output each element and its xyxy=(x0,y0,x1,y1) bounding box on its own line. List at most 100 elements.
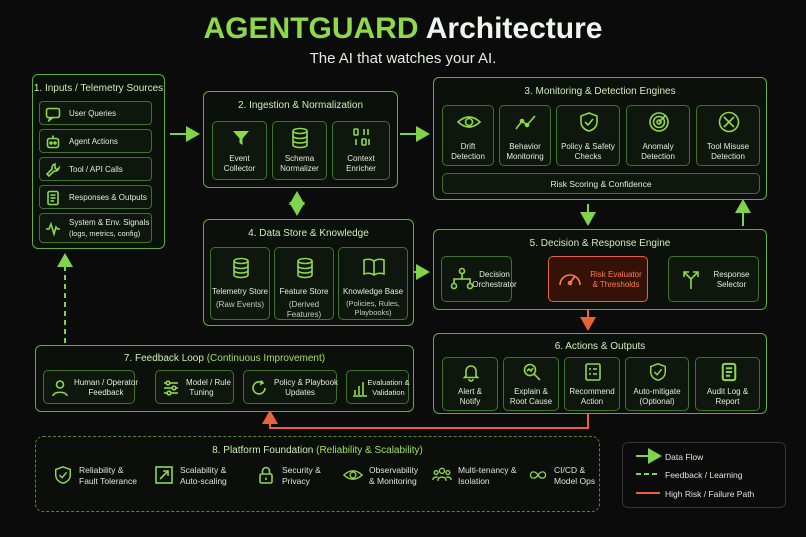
feature-scalability: Scalability &Auto-scaling xyxy=(154,465,234,489)
radar-icon xyxy=(649,112,669,132)
card-label-line1: Auto-mitigate xyxy=(633,387,681,396)
input-user-queries[interactable]: User Queries xyxy=(39,101,152,125)
input-label: System & Env. Signals xyxy=(69,218,150,227)
card-label-line1: Decision xyxy=(479,270,510,279)
card-label-line2: Updates xyxy=(285,388,315,397)
card-event-collector[interactable]: Event Collector xyxy=(212,121,267,180)
card-label-line1: Evaluation & xyxy=(367,378,410,387)
trend-line-icon xyxy=(515,115,536,130)
feedback-title-highlight: (Continuous Improvement) xyxy=(206,353,326,364)
people-icon xyxy=(432,467,452,481)
sliders-icon xyxy=(164,380,178,396)
feature-label-line2: Model Ops xyxy=(554,476,596,486)
card-response-selector[interactable]: Response Selector xyxy=(668,256,759,302)
card-explain-root-cause[interactable]: Explain & Root Cause xyxy=(503,357,559,411)
card-label-line2: Orchestrator xyxy=(472,280,517,289)
feature-label: Security &Privacy xyxy=(282,465,321,487)
card-label-line2: Detection xyxy=(451,152,485,161)
card-label-line2: Report xyxy=(715,397,740,406)
network-icon xyxy=(450,267,474,290)
card-label-line1: Behavior xyxy=(509,142,541,151)
refresh-icon xyxy=(252,380,266,395)
card-label-line1: Response xyxy=(713,270,750,279)
card-behavior-monitoring[interactable]: Behavior Monitoring xyxy=(499,105,551,166)
card-drift-detection[interactable]: Drift Detection xyxy=(442,105,494,166)
feature-label-line2: Auto-scaling xyxy=(180,476,227,486)
split-arrows-icon xyxy=(683,271,699,289)
feature-security: Security &Privacy xyxy=(256,465,326,489)
checklist-icon xyxy=(585,363,601,381)
card-label-line1: Tool Misuse xyxy=(706,142,750,151)
actions-title: 6. Actions & Outputs xyxy=(554,341,646,352)
feature-reliability: Reliability &Fault Tolerance xyxy=(53,465,143,489)
feedback-title-main: 7. Feedback Loop xyxy=(123,353,204,364)
lock-icon xyxy=(259,466,273,484)
card-label-line2: Enricher xyxy=(346,164,376,173)
card-evaluation-validation[interactable]: Evaluation & Validation xyxy=(346,370,410,404)
bar-chart-icon xyxy=(353,382,367,397)
input-tool-api-calls[interactable]: Tool / API Calls xyxy=(39,157,152,181)
card-alert-notify[interactable]: Alert & Notify xyxy=(442,357,498,411)
card-recommend-action[interactable]: Recommend Action xyxy=(564,357,620,411)
card-label-line1: Model / Rule xyxy=(186,378,231,387)
risk-scoring-bar[interactable]: Risk Scoring & Confidence xyxy=(442,173,760,194)
feature-label: Reliability &Fault Tolerance xyxy=(79,465,137,487)
robot-icon xyxy=(46,135,60,149)
platform-title-main: 8. Platform Foundation xyxy=(212,445,314,456)
eye-icon xyxy=(343,470,363,480)
gauge-icon xyxy=(559,274,581,286)
input-responses-outputs[interactable]: Responses & Outputs xyxy=(39,185,152,209)
platform-panel: 8. Platform Foundation (Reliability & Sc… xyxy=(35,436,600,512)
feature-label-line1: CI/CD & xyxy=(554,465,586,475)
card-policy-playbook-updates[interactable]: Policy & Playbook Updates xyxy=(243,370,338,404)
card-human-feedback[interactable]: Human / Operator Feedback xyxy=(43,370,138,404)
card-label-line2: Detection xyxy=(641,152,675,161)
card-risk-evaluator[interactable]: Risk Evaluator & Thresholds xyxy=(548,256,648,302)
title-rest: Architecture xyxy=(425,12,603,45)
card-tool-misuse-detection[interactable]: Tool Misuse Detection xyxy=(696,105,760,166)
card-label-line2: Action xyxy=(580,397,604,406)
legend-high-risk-label: High Risk / Failure Path xyxy=(665,489,755,499)
card-label-line2: Monitoring xyxy=(506,152,544,161)
card-auto-mitigate[interactable]: Auto-mitigate (Optional) xyxy=(625,357,689,411)
shield-check-icon xyxy=(650,363,666,381)
database-icon xyxy=(233,257,249,279)
chat-bubble-icon xyxy=(45,107,61,122)
card-sublabel: Playbooks) xyxy=(354,308,392,317)
datastore-title: 4. Data Store & Knowledge xyxy=(248,228,369,239)
card-label-line2: Notify xyxy=(459,397,481,406)
card-label-line2: Detection xyxy=(711,152,745,161)
decision-title: 5. Decision & Response Engine xyxy=(529,238,671,249)
page-title: AGENTGUARD Architecture xyxy=(0,12,806,46)
shield-check-icon xyxy=(580,112,598,132)
card-audit-log-report[interactable]: Audit Log & Report xyxy=(695,357,760,411)
card-telemetry-store[interactable]: Telemetry Store (Raw Events) xyxy=(210,247,270,320)
feature-label-line2: Isolation xyxy=(458,476,490,486)
input-label: Tool / API Calls xyxy=(69,165,123,174)
input-system-env-signals[interactable]: System & Env. Signals (logs, metrics, co… xyxy=(39,213,152,243)
monitoring-panel: 3. Monitoring & Detection Engines Drift … xyxy=(433,77,767,200)
person-icon xyxy=(52,380,68,397)
input-agent-actions[interactable]: Agent Actions xyxy=(39,129,152,153)
feature-label-line2: Fault Tolerance xyxy=(79,476,137,486)
platform-title: 8. Platform Foundation (Reliability & Sc… xyxy=(36,445,599,456)
card-decision-orchestrator[interactable]: Decision Orchestrator xyxy=(441,256,517,302)
card-anomaly-detection[interactable]: Anomaly Detection xyxy=(626,105,690,166)
document-icon xyxy=(47,190,59,206)
feature-cicd: CI/CD &Model Ops xyxy=(528,465,598,489)
card-model-rule-tuning[interactable]: Model / Rule Tuning xyxy=(155,370,234,404)
card-schema-normalizer[interactable]: Schema Normalizer xyxy=(272,121,327,180)
card-label-line2: Collector xyxy=(223,164,256,173)
card-policy-safety-checks[interactable]: Policy & Safety Checks xyxy=(556,105,620,166)
card-sublabel: (Derived Features) xyxy=(286,300,322,319)
monitoring-title: 3. Monitoring & Detection Engines xyxy=(524,86,676,97)
inputs-panel: 1. Inputs / Telemetry Sources User Queri… xyxy=(32,74,165,249)
legend: Data Flow Feedback / Learning High Risk … xyxy=(622,442,786,508)
card-context-enricher[interactable]: Context Enricher xyxy=(332,121,390,180)
card-knowledge-base[interactable]: Knowledge Base (Policies, Rules, Playboo… xyxy=(338,247,408,320)
card-feature-store[interactable]: Feature Store (Derived Features) xyxy=(274,247,334,320)
database-icon xyxy=(297,257,313,279)
card-label-line1: Human / Operator xyxy=(73,378,139,387)
card-label-line1: Policy & Playbook xyxy=(273,378,339,387)
book-icon xyxy=(363,258,385,276)
